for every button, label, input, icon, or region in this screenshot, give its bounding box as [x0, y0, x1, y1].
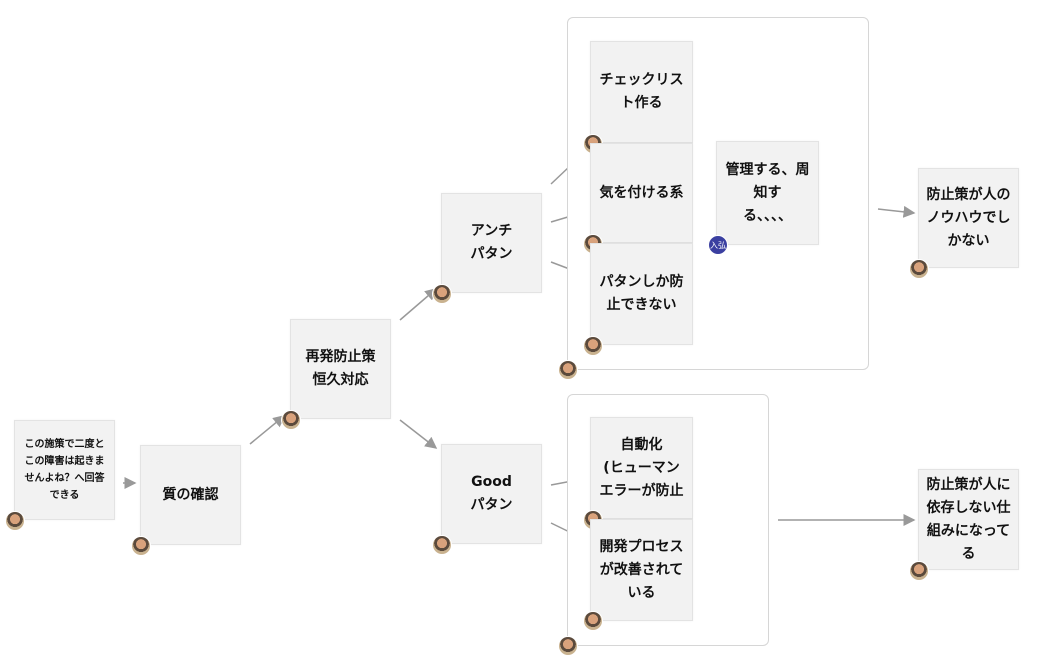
arrow [399, 288, 438, 321]
avatar [909, 561, 929, 581]
arrow [877, 205, 916, 218]
sticky-note[interactable]: Good パタン [441, 444, 542, 544]
sticky-note[interactable]: チェックリス ト作る [590, 41, 693, 143]
sticky-note[interactable]: 質の確認 [140, 445, 241, 545]
avatar [558, 360, 578, 380]
sticky-note[interactable]: パタンしか防 止できない [590, 243, 693, 345]
sticky-note[interactable]: 自動化 (ヒューマン エラーが防止 [590, 417, 693, 519]
arrow [249, 415, 286, 445]
sticky-note[interactable]: 防止策が人に 依存しない仕 組みになって る [918, 469, 1019, 570]
avatar [432, 284, 452, 304]
sticky-note[interactable]: 気を付ける系 [590, 143, 693, 243]
sticky-note[interactable]: 防止策が人の ノウハウでし かない [918, 168, 1019, 268]
sticky-note[interactable]: 開発プロセス が改善されて いる [590, 519, 693, 621]
avatar [583, 336, 603, 356]
avatar [909, 259, 929, 279]
arrow [399, 419, 438, 449]
avatar [5, 511, 25, 531]
avatar [558, 636, 578, 656]
sticky-note[interactable]: アンチ パタン [441, 193, 542, 293]
avatar [281, 410, 301, 430]
avatar [583, 611, 603, 631]
avatar [131, 536, 151, 556]
sticky-note[interactable]: この施策で二度と この障害は起きま せんよね？へ回答 できる [14, 420, 115, 520]
avatar [432, 535, 452, 555]
sticky-note[interactable]: 再発防止策 恒久対応 [290, 319, 391, 419]
sticky-note[interactable]: 管理する、周 知す る、、、、 [716, 141, 819, 245]
avatar-initials: 入弘 [708, 235, 728, 255]
